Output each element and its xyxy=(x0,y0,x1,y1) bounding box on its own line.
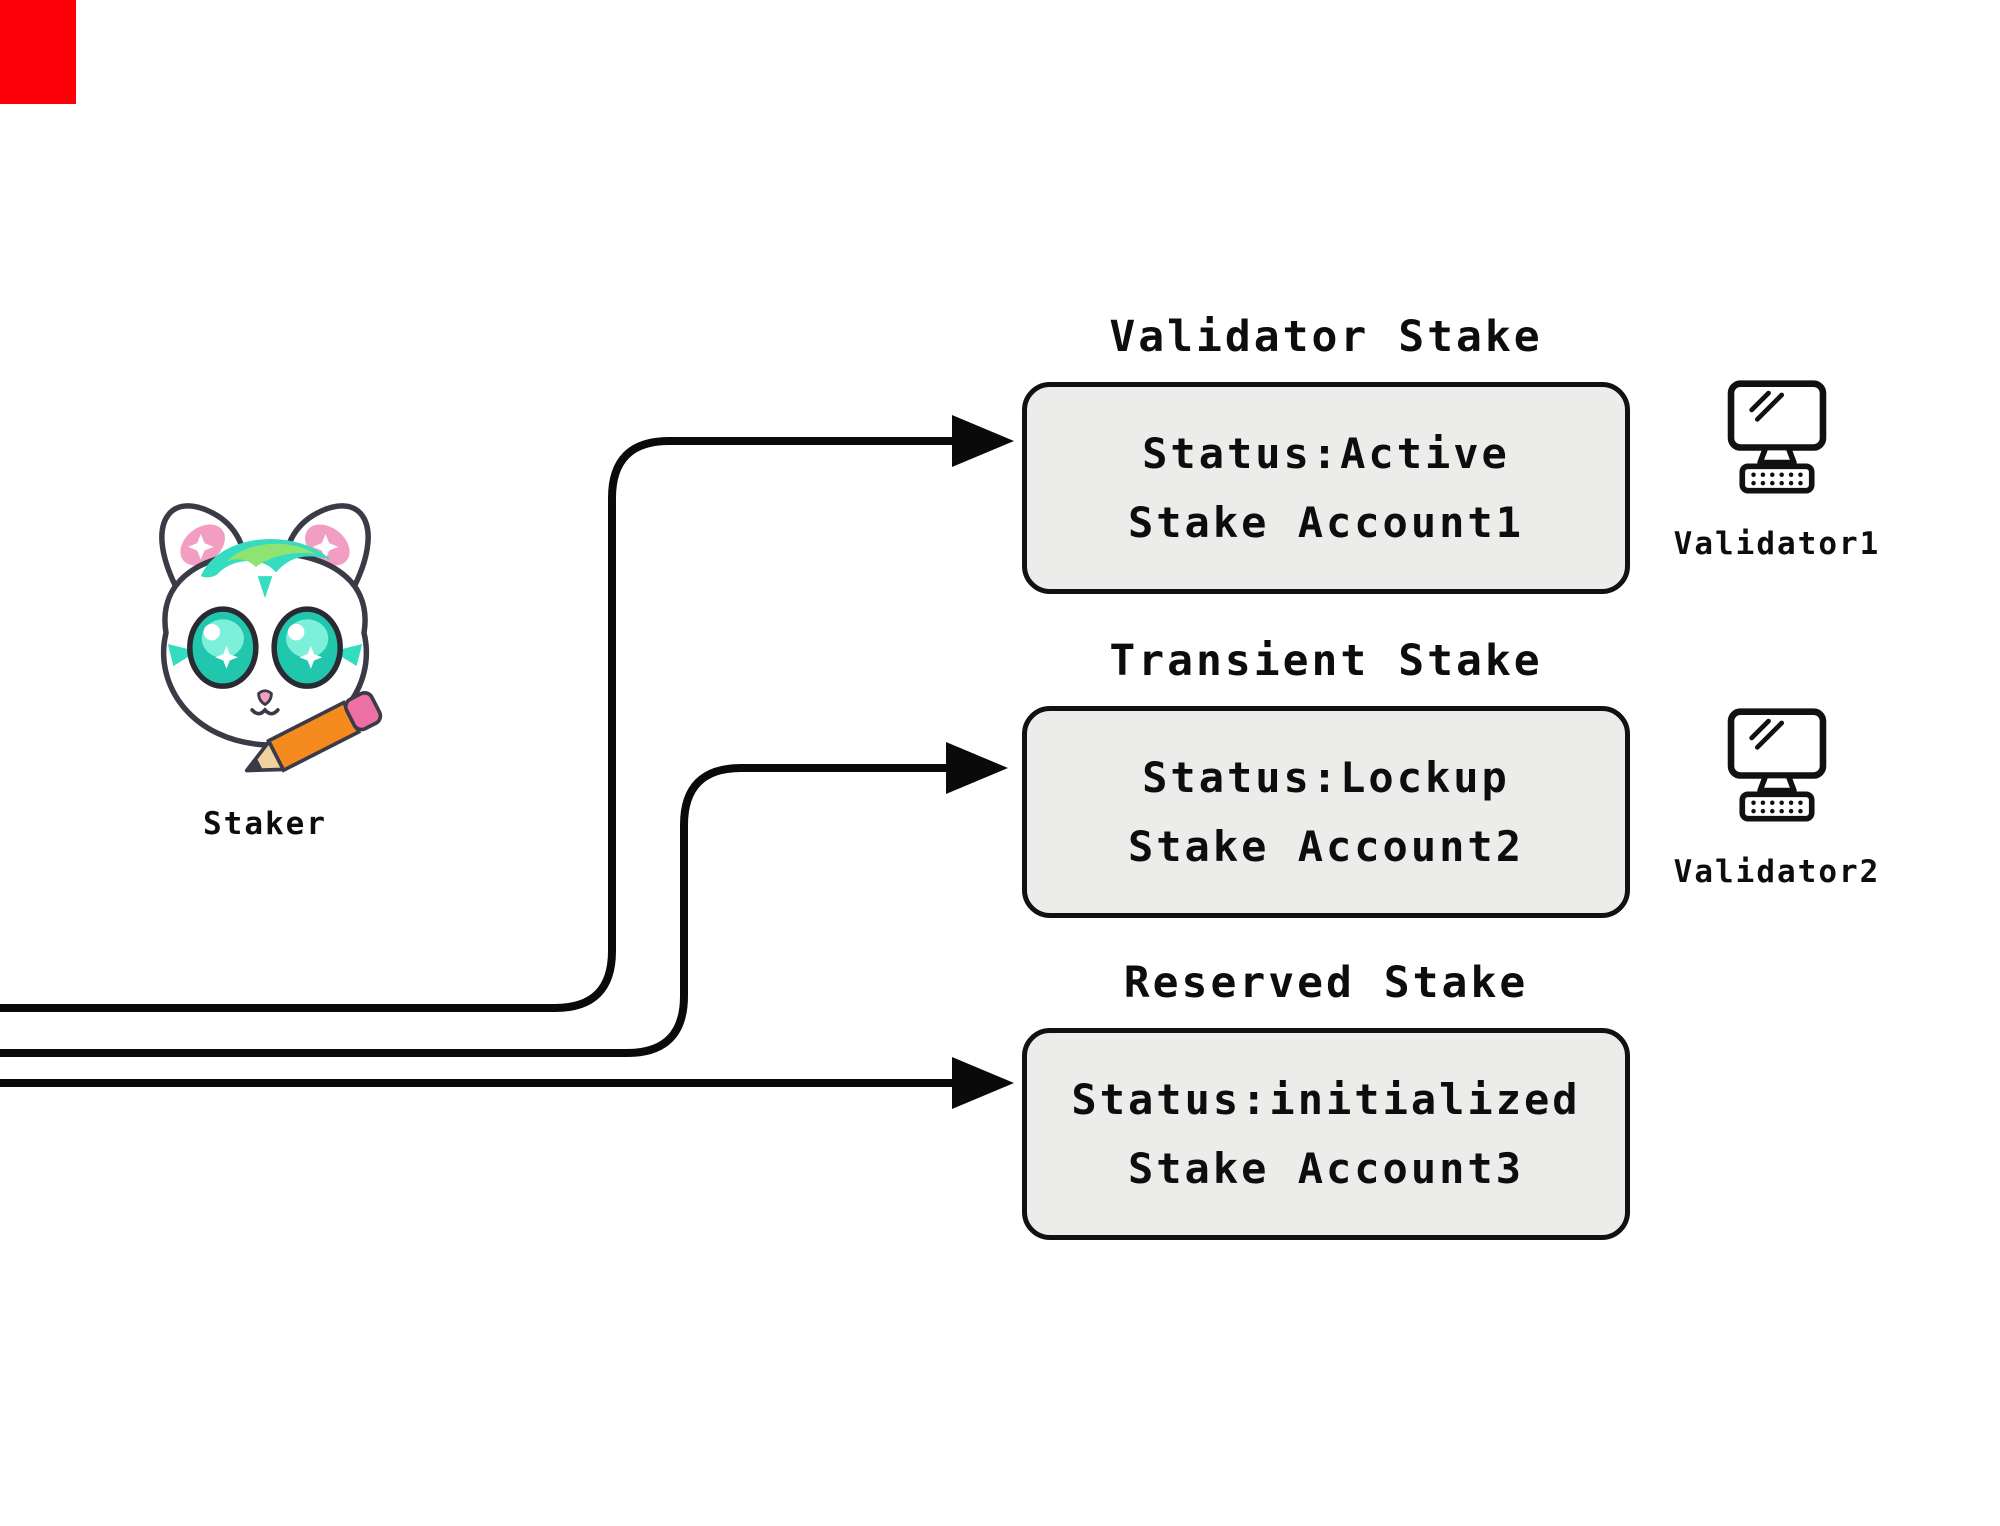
staker-figure: Staker xyxy=(98,468,432,842)
stake-box-validator: Status:Active Stake Account1 xyxy=(1022,382,1630,594)
group-title-validator-stake: Validator Stake xyxy=(1109,312,1543,362)
arrow-line-transient-stake xyxy=(0,764,952,1057)
group-title-transient-stake: Transient Stake xyxy=(1109,636,1543,686)
arrowhead-reserved-stake-icon xyxy=(952,1057,1014,1109)
arrowhead-validator-stake-icon xyxy=(952,415,1014,467)
stake-account: Stake Account2 xyxy=(1127,822,1524,871)
staker-mascot-icon xyxy=(159,503,383,773)
stake-box-reserved: Status:initialized Stake Account3 xyxy=(1022,1028,1630,1240)
stake-status: Status:Lockup xyxy=(1142,753,1510,802)
computer-icon xyxy=(1727,708,1827,822)
arrow-line-validator-stake xyxy=(0,437,958,1012)
validator-1-label: Validator1 xyxy=(1673,526,1881,562)
stake-box-transient: Status:Lockup Stake Account2 xyxy=(1022,706,1630,918)
stake-account: Stake Account3 xyxy=(1127,1144,1524,1193)
computer-icon xyxy=(1727,380,1827,494)
validator-2-label: Validator2 xyxy=(1673,854,1881,890)
staker-label: Staker xyxy=(203,806,327,842)
stake-account: Stake Account1 xyxy=(1127,498,1524,547)
validator-2-figure: Validator2 xyxy=(1662,706,1892,890)
stake-status: Status:initialized xyxy=(1071,1075,1581,1124)
group-title-reserved-stake: Reserved Stake xyxy=(1123,958,1529,1008)
stake-status: Status:Active xyxy=(1142,429,1510,478)
pencil-icon xyxy=(244,691,383,773)
arrowhead-transient-stake-icon xyxy=(946,742,1008,794)
red-marker-block xyxy=(0,0,76,104)
validator-1-figure: Validator1 xyxy=(1662,378,1892,562)
